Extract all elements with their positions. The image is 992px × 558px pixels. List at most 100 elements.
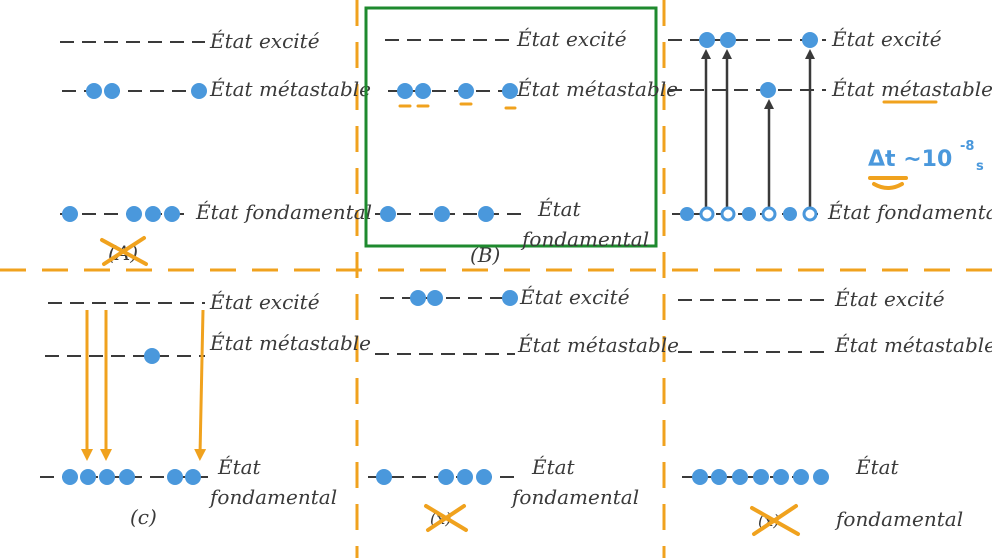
electron bbox=[410, 290, 426, 306]
electrons-metastable bbox=[86, 83, 207, 99]
label-ground-line2: fondamental bbox=[834, 507, 963, 531]
label-metastable: État métastable bbox=[516, 77, 678, 101]
electron-vacancy bbox=[761, 206, 777, 222]
pump-arrows bbox=[701, 49, 815, 207]
electron bbox=[720, 32, 736, 48]
delta-t-exponent: -8 bbox=[960, 139, 974, 154]
label-ground-line2: fondamental bbox=[510, 485, 639, 509]
electron bbox=[427, 290, 443, 306]
electron bbox=[732, 469, 748, 485]
electron bbox=[476, 469, 492, 485]
electron bbox=[99, 469, 115, 485]
label-excited: État excité bbox=[209, 29, 320, 53]
label-excited: État excité bbox=[831, 27, 942, 51]
electron bbox=[191, 83, 207, 99]
electron-vacancy bbox=[699, 206, 715, 222]
delta-t-annotation: Δt ~10 -8 s bbox=[868, 139, 984, 190]
electron bbox=[692, 469, 708, 485]
electrons-metastable bbox=[397, 83, 518, 99]
electron bbox=[457, 469, 473, 485]
label-ground-line2: fondamental bbox=[520, 227, 649, 251]
label-excited: État excité bbox=[834, 287, 945, 311]
label-excited: État excité bbox=[209, 290, 320, 314]
panel-top-right: État excité État métastable Δt ~10 -8 s … bbox=[668, 27, 992, 224]
electron bbox=[438, 469, 454, 485]
electron bbox=[167, 469, 183, 485]
decay-arrows bbox=[81, 309, 207, 461]
electron-vacancy bbox=[802, 206, 818, 222]
electron bbox=[397, 83, 413, 99]
label-ground-line1: État bbox=[217, 455, 262, 479]
electron bbox=[86, 83, 102, 99]
panel-label-b: (B) bbox=[470, 243, 500, 267]
metastable-markers bbox=[398, 102, 517, 110]
label-excited: État excité bbox=[519, 285, 630, 309]
panel-a: État excité État métastable État fondame… bbox=[60, 29, 372, 266]
label-metastable: État métastable bbox=[834, 333, 992, 357]
electron bbox=[104, 83, 120, 99]
electron bbox=[760, 82, 776, 98]
electrons-ground bbox=[62, 206, 180, 222]
electron bbox=[793, 469, 809, 485]
electron bbox=[119, 469, 135, 485]
electrons-ground bbox=[62, 469, 201, 485]
electrons-ground bbox=[380, 206, 494, 222]
electron bbox=[699, 32, 715, 48]
label-excited: État excité bbox=[516, 27, 627, 51]
electron bbox=[434, 206, 450, 222]
electron bbox=[711, 469, 727, 485]
highlight-frame bbox=[364, 6, 658, 248]
panel-b: État excité État métastable État fondame… bbox=[364, 6, 678, 267]
electron bbox=[126, 206, 142, 222]
decay-arrow bbox=[194, 309, 207, 461]
electron bbox=[376, 469, 392, 485]
panel-c: État excité État métastable État fondame… bbox=[40, 290, 371, 529]
label-ground-line1: État bbox=[531, 455, 576, 479]
crossed-out-mark-a: (A) bbox=[100, 236, 148, 266]
electron bbox=[502, 290, 518, 306]
panel-bottom-middle: État excité État métastable État fondame… bbox=[368, 285, 679, 532]
electron bbox=[753, 469, 769, 485]
label-ground: État fondamental bbox=[827, 200, 992, 224]
label-metastable: État métastable bbox=[831, 77, 992, 101]
electron bbox=[458, 83, 474, 99]
label-metastable: État métastable bbox=[209, 77, 371, 101]
electrons-excited bbox=[699, 32, 818, 48]
electron bbox=[680, 207, 694, 221]
electron bbox=[502, 83, 518, 99]
delta-t-unit: s bbox=[976, 159, 984, 174]
electron bbox=[802, 32, 818, 48]
electron bbox=[380, 206, 396, 222]
electron bbox=[783, 207, 797, 221]
label-metastable: État métastable bbox=[209, 331, 371, 355]
label-ground: État fondamental bbox=[195, 200, 372, 224]
electron bbox=[478, 206, 494, 222]
electrons-excited bbox=[410, 290, 518, 306]
electron bbox=[144, 348, 160, 364]
crossed-out-mark: (x) bbox=[424, 504, 468, 532]
electron bbox=[80, 469, 96, 485]
electron bbox=[145, 206, 161, 222]
electron bbox=[164, 206, 180, 222]
electrons-ground bbox=[376, 469, 492, 485]
label-metastable: État métastable bbox=[517, 333, 679, 357]
electron bbox=[813, 469, 829, 485]
panel-bottom-right: État excité État métastable État fondame… bbox=[678, 287, 992, 536]
electron bbox=[773, 469, 789, 485]
electrons-ground bbox=[692, 469, 829, 485]
electron bbox=[62, 469, 78, 485]
electron bbox=[742, 207, 756, 221]
label-ground-line1: État bbox=[537, 197, 582, 221]
delta-t-label: Δt ~10 bbox=[868, 147, 952, 172]
label-ground-line1: État bbox=[855, 455, 900, 479]
crossed-out-mark: (x) bbox=[750, 504, 800, 536]
electron bbox=[185, 469, 201, 485]
electrons-ground bbox=[680, 206, 818, 222]
label-ground-line2: fondamental bbox=[208, 485, 337, 509]
electron bbox=[62, 206, 78, 222]
electron-vacancy bbox=[720, 206, 736, 222]
electron bbox=[415, 83, 431, 99]
